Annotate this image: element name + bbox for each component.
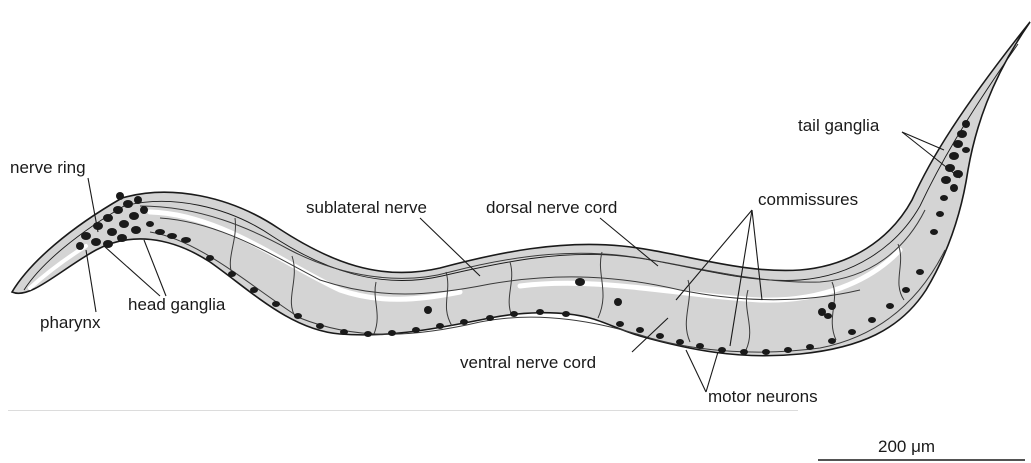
scale-bar: 200 μm — [818, 437, 1025, 460]
label-pharynx: pharynx — [40, 313, 101, 332]
label-tail-ganglia: tail ganglia — [798, 116, 880, 135]
scale-bar-label: 200 μm — [878, 437, 935, 456]
label-motor-neurons: motor neurons — [708, 387, 818, 406]
label-nerve-ring: nerve ring — [10, 158, 86, 177]
label-ventral-nerve-cord: ventral nerve cord — [460, 353, 596, 372]
label-commissures: commissures — [758, 190, 858, 209]
label-head-ganglia: head ganglia — [128, 295, 226, 314]
label-dorsal-nerve-cord: dorsal nerve cord — [486, 198, 617, 217]
label-sublateral-nerve: sublateral nerve — [306, 198, 427, 217]
